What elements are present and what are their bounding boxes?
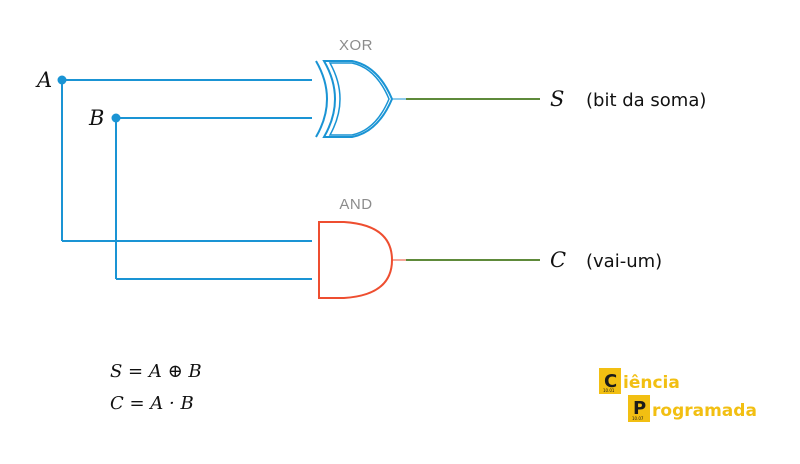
xor-gate-back-curve <box>315 60 328 138</box>
carry-output-description: (vai-um) <box>586 251 662 272</box>
carry-equation: C = A · B <box>110 393 194 414</box>
logo-letter-c: C <box>604 371 617 392</box>
logo-letter-p: P <box>633 398 646 419</box>
input-a-wires <box>61 79 312 242</box>
input-a-dot <box>57 75 67 85</box>
input-a-label: A <box>35 68 52 92</box>
xor-gate <box>315 60 406 138</box>
xor-gate-inner-outline <box>328 62 390 136</box>
logo-code-2: 10.07 <box>632 416 644 421</box>
input-b-label: B <box>88 106 104 130</box>
logo-word-ciencia: iência <box>623 373 680 393</box>
logo-word-programada: rogramada <box>652 401 757 421</box>
and-gate <box>318 221 406 299</box>
input-b-dot <box>111 113 121 123</box>
xor-gate-label: XOR <box>339 37 373 54</box>
logo-code-1: 10.01 <box>603 388 615 393</box>
input-b-wires <box>115 117 312 280</box>
logo-box-c <box>599 368 621 394</box>
logo-box-p <box>628 395 650 422</box>
and-gate-label: AND <box>339 196 372 213</box>
and-gate-body <box>318 221 394 299</box>
ciencia-programada-logo: C 10.01 iência P 10.07 rogramada <box>599 368 757 422</box>
xor-gate-body <box>322 60 394 138</box>
sum-output-description: (bit da soma) <box>586 90 706 111</box>
sum-equation: S = A ⊕ B <box>110 361 202 382</box>
carry-output-symbol: C <box>550 248 566 272</box>
sum-output-symbol: S <box>550 87 564 111</box>
